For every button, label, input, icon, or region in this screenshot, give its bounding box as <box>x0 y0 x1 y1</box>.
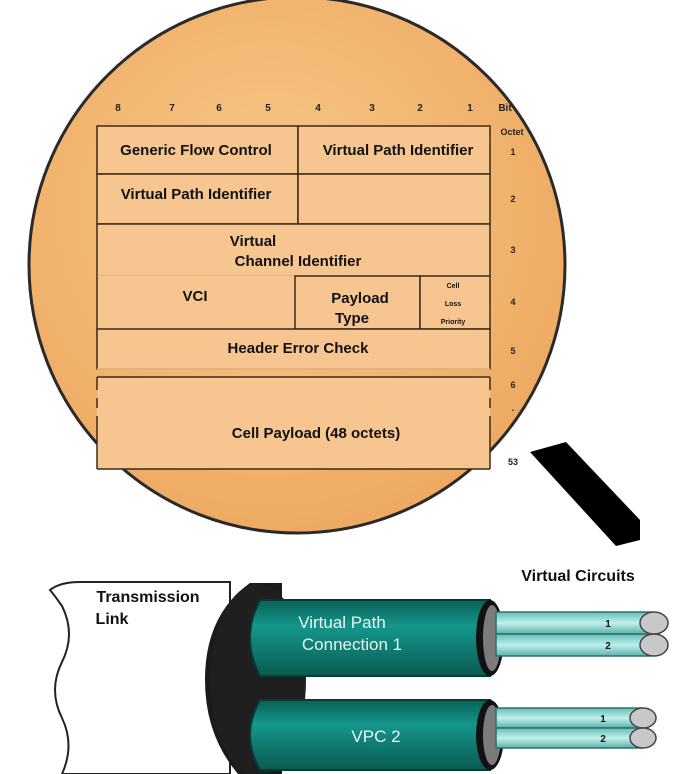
bit-number-row: 8 7 6 5 4 3 2 1 Bit Octet <box>115 103 523 137</box>
bit-number: 6 <box>216 103 222 114</box>
bit-number: 1 <box>467 103 473 114</box>
field-vci-label-line1: Virtual <box>230 233 276 250</box>
vc-number: 2 <box>605 641 611 652</box>
field-vci-label-line2: Channel Identifier <box>235 253 362 270</box>
field-clp-label-line2: Loss <box>445 301 461 308</box>
bit-label: Bit <box>498 103 512 114</box>
vpc-2-label: VPC 2 <box>351 727 400 746</box>
vc-end <box>629 727 657 749</box>
field-clp-label-line3: Priority <box>441 319 466 326</box>
octet-number: 5 <box>510 346 515 356</box>
octet-label: Octet <box>500 127 523 137</box>
vpc-2: VPC 2 <box>249 699 504 771</box>
octet-dot: . <box>512 403 515 413</box>
virtual-circuits-label: Virtual Circuits <box>521 568 635 585</box>
octet-number: 2 <box>510 194 515 204</box>
field-vpi-second-label: Virtual Path Identifier <box>121 186 272 203</box>
bit-number: 7 <box>169 103 175 114</box>
bit-number: 8 <box>115 103 121 114</box>
transmission-link-label-line2: Link <box>96 611 129 628</box>
bit-number: 2 <box>417 103 423 114</box>
octet-column: 1 2 3 4 5 6 . . 53 <box>508 147 518 467</box>
transmission-link <box>48 581 231 774</box>
octet-number: 1 <box>510 147 515 157</box>
vpc-1-tube <box>249 599 491 677</box>
field-vpi-top <box>297 125 491 175</box>
field-payload-type-label-line2: Type <box>335 310 369 327</box>
vc-tube <box>495 707 642 729</box>
vc-number: 1 <box>605 619 611 630</box>
octet-number: 4 <box>510 297 515 307</box>
vc-end <box>639 611 669 635</box>
field-gfc-label: Generic Flow Control <box>120 142 272 159</box>
field-hec-label: Header Error Check <box>228 340 370 357</box>
vpc-1-label-line1: Virtual Path <box>298 613 386 632</box>
field-vci-short-label: VCI <box>182 288 207 305</box>
vpc-1-label-line2: Connection 1 <box>302 635 402 654</box>
field-hec <box>96 328 491 370</box>
field-clp-label-line1: Cell <box>447 283 460 290</box>
octet-number: 53 <box>508 457 518 467</box>
magnifier-handle <box>530 442 640 546</box>
vc-tube <box>495 633 652 657</box>
field-vpi-second-cont <box>297 173 491 225</box>
octet-dot: . <box>512 418 515 428</box>
field-vpi-top-label: Virtual Path Identifier <box>323 142 474 159</box>
vc-end <box>629 707 657 729</box>
field-vci-full <box>97 224 490 276</box>
octet-number: 6 <box>510 380 515 390</box>
field-payload-type-label-line1: Payload <box>331 290 389 307</box>
field-cell-payload-label: Cell Payload (48 octets) <box>232 425 400 442</box>
vc-tube <box>495 611 652 635</box>
bit-number: 3 <box>369 103 375 114</box>
field-cell-payload <box>97 377 490 469</box>
cell-header-table <box>96 125 491 470</box>
vpc-1: Virtual Path Connection 1 <box>249 599 504 677</box>
vc-end <box>639 633 669 657</box>
bit-number: 5 <box>265 103 271 114</box>
bit-number: 4 <box>315 103 321 114</box>
field-clp <box>419 275 491 330</box>
field-vci-short <box>97 276 295 329</box>
vc-group-2: 1 2 <box>495 707 657 749</box>
vc-tube <box>495 727 642 749</box>
vc-group-1: 1 2 <box>495 611 669 657</box>
transmission-link-label-line1: Transmission <box>96 589 199 606</box>
octet-number: 3 <box>510 245 515 255</box>
vpc-2-tube <box>249 699 491 771</box>
vc-number: 1 <box>600 714 606 725</box>
vc-number: 2 <box>600 734 606 745</box>
